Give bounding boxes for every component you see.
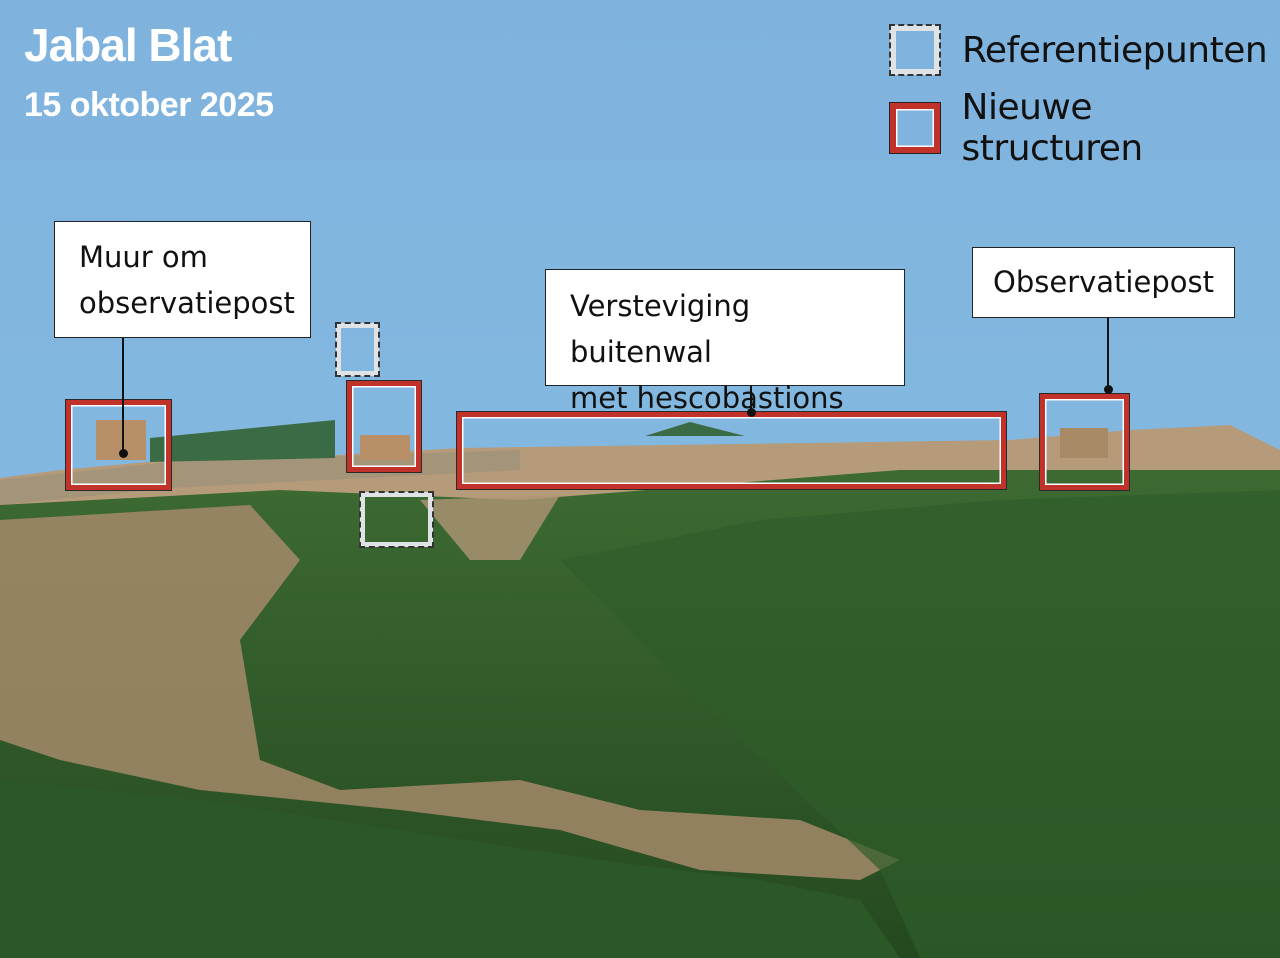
leader-line [122,338,124,453]
leader-line [750,386,752,412]
callout-text: Muur om [79,240,208,274]
leader-line [1107,318,1109,389]
new-structure-box-outer-wall [457,412,1006,489]
leader-dot [747,408,756,417]
callout-outer-wall: Versteviging buitenwal met hescobastions [545,269,905,415]
new-structure-box-observation-post [1040,394,1129,490]
leader-dot [119,449,128,458]
leader-dot [1104,385,1113,394]
legend-item-reference: Referentiepunten [889,24,1268,76]
legend-item-new-structures: Nieuwe structuren [890,87,1280,169]
legend-label: Nieuwe structuren [961,87,1144,169]
new-structure-box-wall [66,400,171,490]
reference-box [335,322,380,377]
date-subtitle: 15 oktober 2025 [24,86,274,124]
callout-text: Versteviging buitenwal [570,289,751,369]
new-structure-box [347,381,421,472]
legend-label: Referentiepunten [962,29,1268,71]
callout-observation-post: Observatiepost [972,247,1235,318]
callout-text: met hescobastions [570,381,844,415]
dashed-box-swatch-icon [889,24,941,76]
callout-text: observatiepost [79,286,295,320]
callout-wall: Muur om observatiepost [54,221,311,338]
callout-text: Observatiepost [993,265,1214,299]
red-box-swatch-icon [890,103,940,153]
reference-box [359,491,434,548]
page-title: Jabal Blat [24,19,232,71]
